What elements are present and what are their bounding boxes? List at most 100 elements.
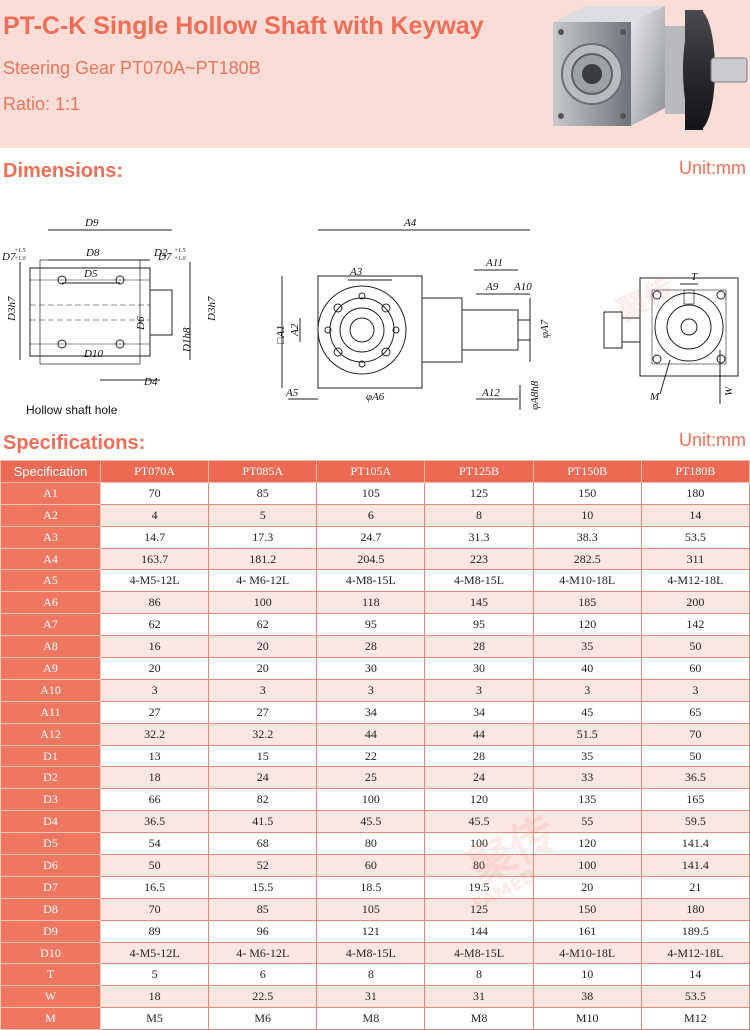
table-cell: 80	[424, 854, 534, 877]
table-cell: 52	[208, 854, 318, 877]
table-cell: 34	[316, 700, 426, 724]
table-cell: 4- M6-12L	[208, 941, 318, 965]
table-cell: 180	[640, 897, 750, 921]
dimensions-unit: Unit:mm	[679, 158, 746, 178]
table-cell: 70	[640, 722, 750, 746]
table-cell: 35	[532, 635, 642, 659]
svg-text:A5: A5	[285, 387, 299, 399]
table-cell: 68	[208, 832, 318, 856]
svg-text:A10: A10	[513, 281, 532, 293]
table-cell: 185	[532, 591, 642, 615]
table-cell: 50	[640, 744, 750, 768]
table-cell: 4-M12-18L	[640, 569, 750, 593]
table-cell: 34	[424, 700, 534, 724]
svg-text:D7: D7	[157, 251, 172, 263]
table-cell: 100	[532, 854, 642, 877]
table-cell: 50	[640, 635, 750, 659]
row-label: D4	[0, 810, 101, 834]
table-cell: 66	[99, 788, 210, 812]
table-cell: 53.5	[640, 985, 750, 1009]
table-cell: 6	[316, 503, 426, 527]
table-cell: 100	[208, 591, 318, 615]
svg-text:+1.0: +1.0	[14, 256, 26, 262]
svg-text:M: M	[649, 391, 660, 403]
svg-text:□A1: □A1	[275, 325, 287, 344]
table-cell: 33	[532, 766, 642, 790]
svg-text:+1.0: +1.0	[174, 256, 186, 262]
table-cell: 62	[99, 613, 210, 637]
table-cell: 20	[208, 635, 318, 659]
table-cell: 14	[640, 503, 750, 527]
svg-text:D2: D2	[153, 247, 168, 259]
table-cell: 121	[316, 919, 426, 943]
svg-text:D3h7: D3h7	[206, 296, 218, 322]
table-cell: 27	[99, 700, 210, 724]
table-header-row: Specification PT070A PT085A PT105A PT125…	[0, 460, 750, 483]
svg-text:D1h8: D1h8	[181, 327, 193, 353]
row-label: A8	[0, 635, 101, 659]
svg-text:A11: A11	[485, 257, 503, 269]
table-cell: 32.2	[208, 722, 318, 746]
dimension-drawings: D9 D7 +1.5 +1.0 D8 D5 D2 D7 +1.5 +1.0 D3…	[1, 217, 739, 410]
table-cell: 24.7	[316, 525, 426, 549]
table-cell: 15.5	[208, 875, 318, 899]
row-label: A9	[0, 657, 101, 680]
table-cell: 44	[424, 722, 534, 746]
header-cell-model: PT125B	[424, 460, 534, 483]
row-label: A11	[0, 700, 101, 724]
table-cell: 181.2	[208, 547, 318, 571]
table-cell: 86	[99, 591, 210, 615]
table-cell: 31	[316, 985, 426, 1009]
table-cell: 8	[316, 963, 426, 987]
table-cell: 22	[316, 744, 426, 768]
table-cell: 120	[532, 613, 642, 637]
row-label: D8	[0, 897, 101, 921]
svg-text:A12: A12	[481, 387, 500, 399]
table-cell: 5	[208, 503, 318, 527]
table-cell: 118	[316, 591, 426, 615]
svg-text:φA8h8: φA8h8	[529, 380, 541, 410]
table-cell: 80	[316, 832, 426, 856]
row-label: A3	[0, 525, 101, 549]
table-cell: 17.3	[208, 525, 318, 549]
table-cell: 18	[99, 985, 210, 1009]
table-cell: 24	[208, 766, 318, 790]
table-cell: 10	[532, 503, 642, 527]
table-cell: M6	[208, 1007, 318, 1030]
table-cell: 4-M8-15L	[424, 569, 534, 593]
header-cell-specification: Specification	[0, 460, 101, 483]
header-banner: PT-C-K Single Hollow Shaft with Keyway S…	[0, 0, 750, 148]
table-cell: 60	[640, 657, 750, 680]
table-cell: 20	[532, 875, 642, 899]
table-cell: 22.5	[208, 985, 318, 1009]
svg-text:D3h7: D3h7	[6, 296, 18, 322]
table-cell: 120	[424, 788, 534, 812]
svg-text:+1.5: +1.5	[14, 248, 26, 254]
svg-text:+1.5: +1.5	[174, 248, 186, 254]
table-cell: 6	[208, 963, 318, 987]
table-cell: M8	[424, 1007, 534, 1030]
svg-text:D7: D7	[1, 251, 16, 263]
table-cell: 59.5	[640, 810, 750, 834]
table-cell: 60	[316, 854, 426, 877]
table-cell: 10	[532, 963, 642, 987]
table-cell: 3	[99, 678, 210, 702]
table-cell: M10	[532, 1007, 642, 1030]
table-cell: 4-M10-18L	[532, 569, 642, 593]
table-cell: 4-M8-15L	[424, 941, 534, 965]
row-label: A10	[0, 678, 101, 702]
table-cell: M8	[316, 1007, 426, 1030]
row-label: D6	[0, 854, 101, 877]
header-cell-model: PT070A	[99, 460, 210, 483]
table-cell: 85	[208, 481, 318, 505]
table-cell: 18	[99, 766, 210, 790]
table-cell: 19.5	[424, 875, 534, 899]
